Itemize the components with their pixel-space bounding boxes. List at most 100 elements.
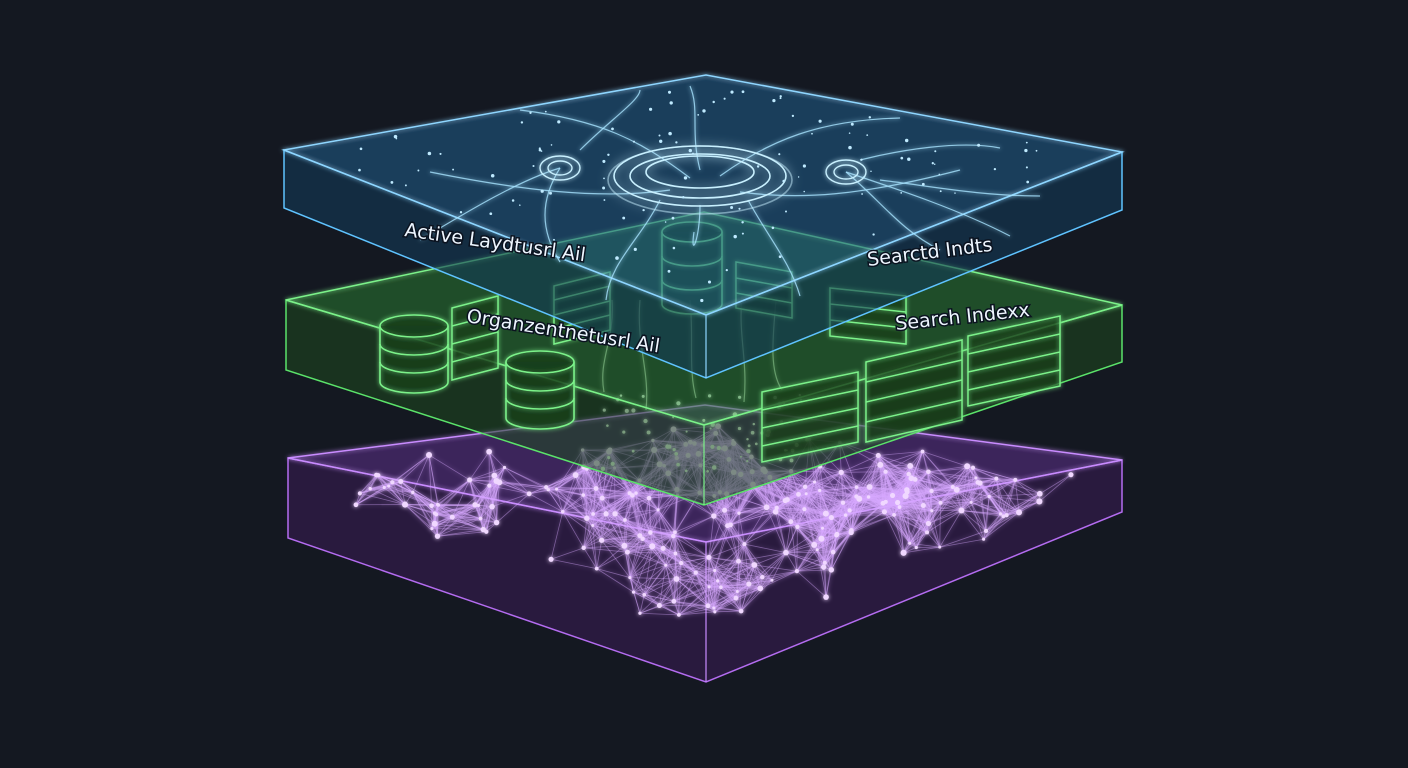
network-link — [893, 514, 928, 533]
network-link — [678, 607, 714, 616]
particle — [700, 298, 704, 303]
network-node — [958, 507, 965, 514]
network-node — [676, 613, 681, 617]
network-node — [722, 507, 728, 513]
network-node — [828, 515, 834, 521]
network-link — [884, 511, 917, 548]
network-link — [775, 511, 792, 523]
network-node — [818, 488, 822, 493]
network-link — [662, 548, 677, 580]
central-hub-rings — [607, 145, 793, 215]
network-link — [868, 464, 881, 498]
network-link — [627, 538, 643, 553]
network-link — [629, 546, 653, 578]
network-link — [562, 511, 587, 519]
network-node — [402, 501, 409, 508]
network-link — [452, 516, 484, 530]
network-link — [592, 513, 640, 537]
network-link — [624, 519, 653, 547]
network-link — [897, 502, 917, 548]
network-node — [599, 537, 605, 543]
network-link — [528, 493, 563, 513]
particle — [870, 170, 872, 173]
network-node — [671, 533, 676, 539]
network-node — [593, 486, 599, 491]
network-link — [819, 490, 852, 531]
network-link — [624, 509, 659, 521]
network-link — [885, 477, 912, 503]
network-link — [370, 488, 406, 505]
network-link — [550, 558, 597, 570]
network-link — [675, 553, 718, 582]
network-link — [586, 468, 603, 499]
particle — [954, 192, 956, 194]
network-node — [1036, 490, 1043, 497]
network-node — [977, 480, 983, 486]
network-link — [970, 502, 1004, 517]
network-link — [624, 519, 676, 533]
network-link — [775, 511, 823, 529]
network-node — [969, 500, 973, 504]
network-link — [740, 583, 750, 612]
network-link — [880, 464, 911, 467]
network-link — [469, 467, 505, 481]
network-link — [676, 578, 710, 588]
network-link — [989, 493, 1040, 497]
network-node — [426, 451, 433, 458]
network-link — [709, 586, 738, 592]
network-link — [796, 570, 827, 598]
network-link — [956, 489, 962, 511]
network-link — [676, 578, 680, 615]
network-link — [359, 487, 385, 494]
network-link — [922, 451, 958, 491]
network-link — [674, 532, 697, 573]
particle — [1025, 141, 1028, 144]
network-link — [961, 467, 974, 511]
network-link — [601, 540, 631, 578]
network-link — [708, 524, 731, 558]
network-link — [926, 532, 941, 548]
network-link — [629, 564, 666, 578]
network-link — [583, 539, 602, 549]
network-node — [502, 465, 507, 470]
particle — [520, 121, 524, 124]
network-link — [529, 486, 547, 495]
particle — [782, 179, 786, 183]
particle — [659, 139, 663, 143]
network-link — [624, 480, 640, 521]
network-link — [583, 488, 597, 496]
network-link — [438, 504, 453, 518]
network-link — [785, 552, 825, 564]
particle — [848, 132, 851, 134]
network-link — [744, 544, 750, 585]
network-link — [903, 532, 928, 554]
particle — [549, 191, 552, 195]
network-node — [612, 511, 618, 517]
particle — [933, 163, 936, 165]
network-link — [897, 490, 932, 503]
network-node — [840, 500, 846, 505]
network-link — [672, 536, 677, 580]
particle — [688, 148, 692, 153]
network-node — [581, 545, 586, 551]
particle — [730, 90, 734, 94]
network-link — [601, 513, 607, 541]
network-link — [931, 482, 981, 492]
network-link — [675, 553, 709, 558]
network-link — [478, 475, 495, 506]
network-link — [796, 566, 824, 572]
network-link — [659, 572, 697, 606]
network-link — [665, 565, 677, 580]
network-node — [621, 542, 628, 549]
network-link — [822, 514, 846, 529]
network-link — [724, 510, 731, 526]
network-link — [488, 451, 505, 468]
network-link — [627, 552, 645, 595]
network-node — [353, 502, 359, 508]
network-link — [400, 481, 439, 506]
network-node — [950, 484, 955, 490]
particle — [511, 199, 515, 202]
left-hub-ring — [539, 155, 581, 181]
network-link — [437, 529, 484, 537]
particle — [682, 196, 685, 199]
